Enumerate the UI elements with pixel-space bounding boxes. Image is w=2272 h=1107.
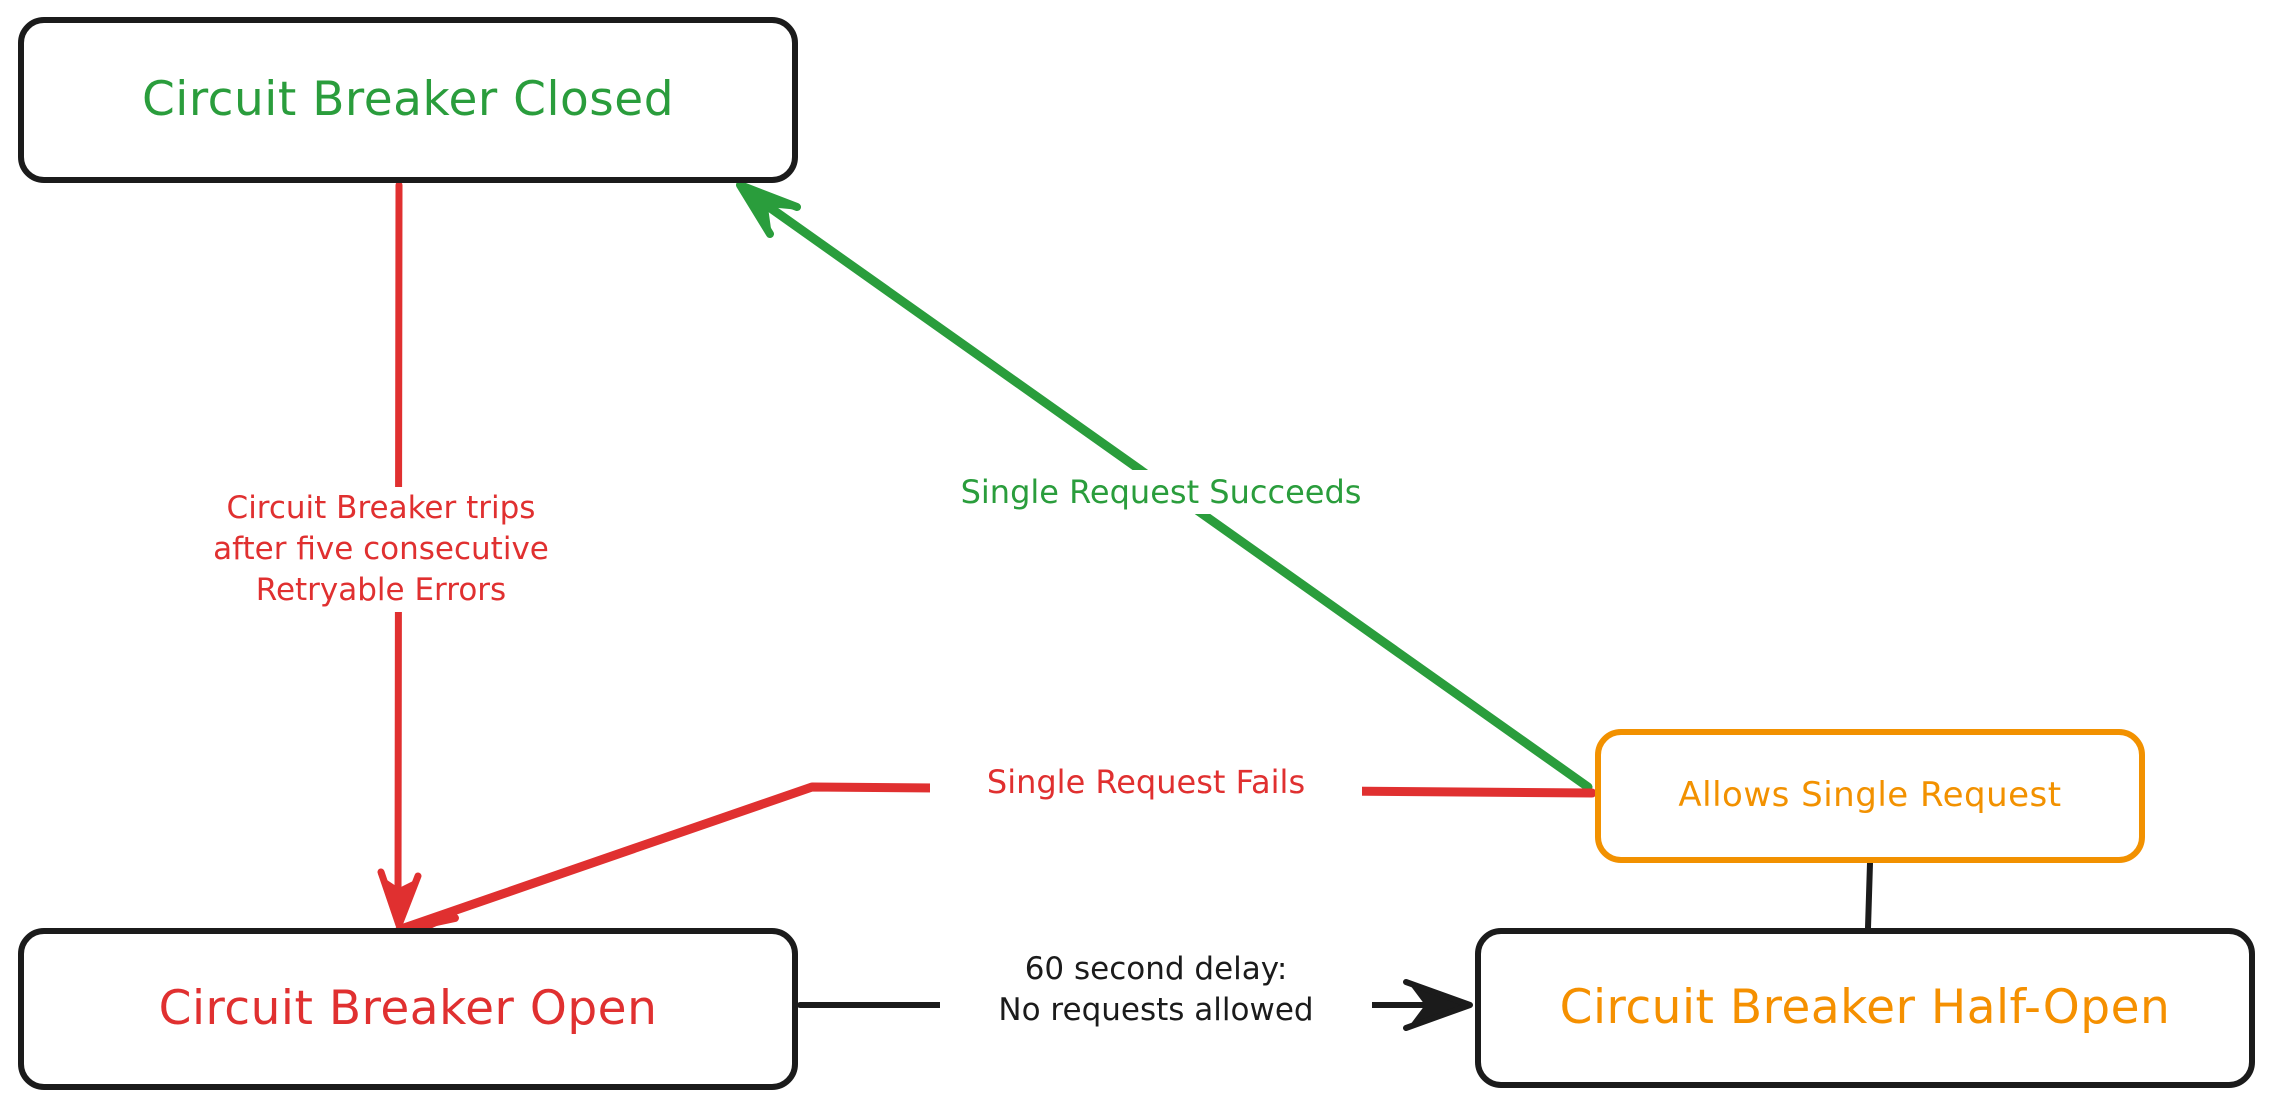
- edge-allows-to-open[interactable]: [395, 782, 1597, 952]
- node-circuit-breaker-open[interactable]: Circuit Breaker Open: [18, 928, 798, 1090]
- node-allows-single-request[interactable]: Allows Single Request: [1595, 729, 2145, 863]
- node-label-circuit-breaker-half-open: Circuit Breaker Half-Open: [1559, 980, 2171, 1036]
- node-circuit-breaker-half-open[interactable]: Circuit Breaker Half-Open: [1475, 928, 2255, 1088]
- node-label-circuit-breaker-open: Circuit Breaker Open: [158, 981, 658, 1037]
- node-label-circuit-breaker-closed: Circuit Breaker Closed: [141, 72, 675, 128]
- node-label-allows-single-request: Allows Single Request: [1678, 775, 2062, 816]
- edge-label-single-request-fails: Single Request Fails: [930, 760, 1362, 805]
- edge-label-60-second-delay: 60 second delay: No requests allowed: [940, 948, 1372, 1032]
- node-circuit-breaker-closed[interactable]: Circuit Breaker Closed: [18, 17, 798, 183]
- edge-label-single-request-succeeds: Single Request Succeeds: [910, 470, 1412, 515]
- edge-half-open-to-allows[interactable]: [1865, 860, 1873, 931]
- edge-label-circuit-breaker-trips: Circuit Breaker trips after five consecu…: [180, 487, 582, 612]
